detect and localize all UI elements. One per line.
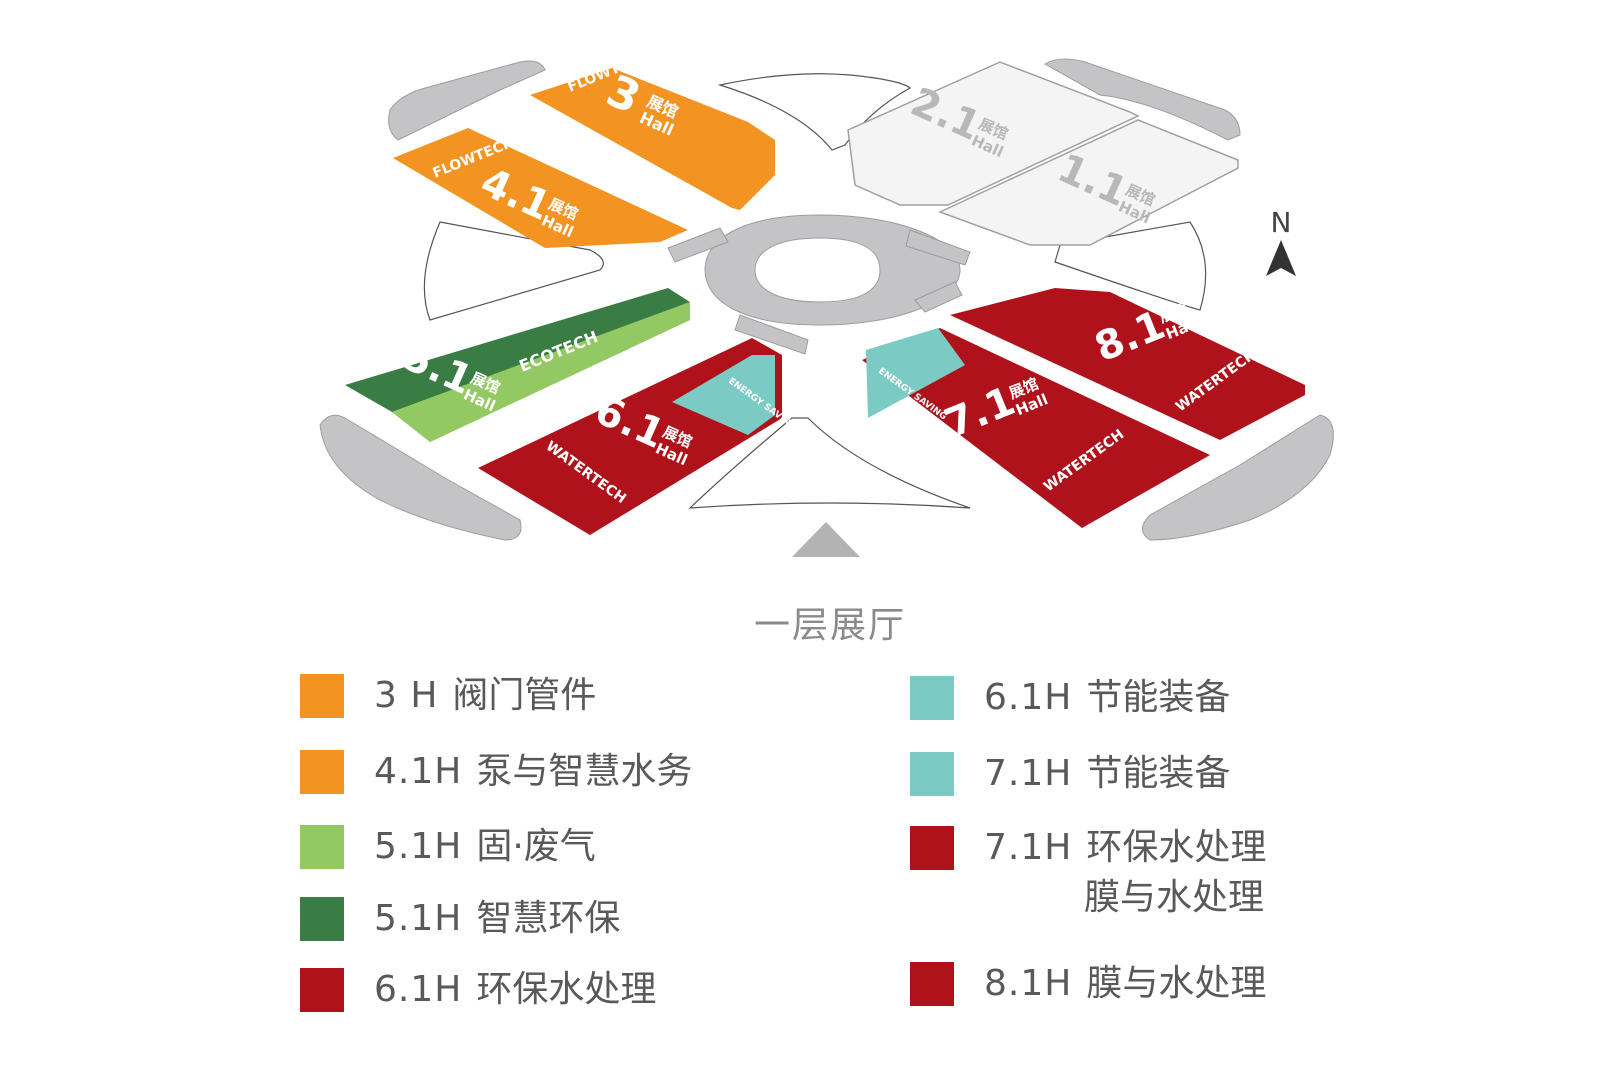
floor-title: 一层展厅 (753, 605, 906, 646)
hall-8-1-red (950, 288, 1305, 440)
connector-1 (667, 227, 729, 263)
connector-2 (905, 229, 971, 266)
legend-label: 膜与水处理 (1086, 963, 1267, 1004)
fin-south (688, 417, 971, 509)
legend-swatch (300, 750, 344, 794)
north-east-halls (847, 61, 1239, 246)
legend-text: 8.1H 膜与水处理 (984, 962, 1266, 1006)
legend-swatch (300, 968, 344, 1012)
connector-3 (734, 314, 809, 355)
legend-code: 4.1H (374, 751, 463, 792)
legend-item-3h: 3 H 阀门管件 (300, 674, 596, 718)
legend-item-8-1h-membrane: 8.1H 膜与水处理 (910, 962, 1266, 1006)
legend-item-6-1h-energy: 6.1H 节能装备 (910, 676, 1230, 720)
hall-5-1-group (345, 288, 690, 442)
legend-label-continued: 膜与水处理 (1084, 877, 1265, 918)
legend-label: 环保水处理 (476, 969, 657, 1010)
legend-swatch (910, 752, 954, 796)
hall-8-1-group (950, 288, 1305, 440)
legend-swatch (910, 962, 954, 1006)
hall-6-1-teal (672, 355, 775, 435)
compass-n: N (1271, 206, 1292, 239)
legend-item-7-1h-water: 7.1H 环保水处理膜与水处理 (910, 826, 1266, 920)
hall-4-1-shape (393, 128, 688, 248)
legend-label: 智慧环保 (476, 898, 621, 939)
legend-text: 3 H 阀门管件 (374, 674, 596, 718)
north-arrow-icon (1266, 240, 1296, 276)
legend-label: 环保水处理 (1086, 827, 1267, 868)
legend-code: 7.1H (984, 753, 1073, 794)
hall-6-1-group (478, 338, 782, 535)
legend-item-5-1h-solid: 5.1H 固·废气 (300, 825, 596, 869)
walkway-se (1142, 414, 1334, 541)
legend-item-4-1h: 4.1H 泵与智慧水务 (300, 750, 692, 794)
hall-3-shape (530, 68, 775, 210)
legend-swatch (300, 825, 344, 869)
hall-1-1-shape (938, 119, 1239, 246)
compass: N (1266, 206, 1296, 276)
legend-item-5-1h-smart: 5.1H 智慧环保 (300, 897, 620, 941)
legend-label: 节能装备 (1086, 753, 1231, 794)
legend-code: 6.1H (374, 969, 463, 1010)
legend-label: 泵与智慧水务 (476, 751, 693, 792)
walkway-ne (1044, 58, 1241, 141)
legend-item-7-1h-energy: 7.1H 节能装备 (910, 752, 1230, 796)
hall-7-1-red (862, 328, 1210, 528)
legend-item-6-1h-water: 6.1H 环保水处理 (300, 968, 656, 1012)
hall-7-1-group (862, 328, 1210, 528)
legend-code: 5.1H (374, 826, 463, 867)
legend-text: 7.1H 节能装备 (984, 752, 1230, 796)
walkway-nw (388, 60, 546, 141)
hall-5-1-dark (345, 288, 690, 412)
hall-7-1-teal (866, 328, 965, 418)
hall-5-1-lightgreen (392, 302, 690, 442)
entrance-arrow-icon (792, 522, 860, 557)
legend-text: 6.1H 节能装备 (984, 676, 1230, 720)
legend-swatch (300, 674, 344, 718)
legend-swatch (910, 826, 954, 870)
legend-label: 固·废气 (476, 826, 596, 867)
legend-code: 7.1H (984, 827, 1073, 868)
legend-label: 阀门管件 (452, 675, 597, 716)
legend-code: 5.1H (374, 898, 463, 939)
legend-swatch (300, 897, 344, 941)
venue-map: 3 展馆 Hall FLOWTECH 4.1 展馆 Hall FLOWTECH … (319, 58, 1334, 557)
legend-code: 6.1H (984, 677, 1073, 718)
legend-label: 节能装备 (1086, 677, 1231, 718)
orange-halls (393, 68, 775, 248)
fin-north (717, 73, 912, 151)
legend-text: 6.1H 环保水处理 (374, 968, 656, 1012)
walkway-sw (319, 414, 522, 541)
legend-text: 5.1H 智慧环保 (374, 897, 620, 941)
legend-text: 5.1H 固·废气 (374, 825, 596, 869)
plaza-fins (423, 73, 1207, 509)
legend-text: 4.1H 泵与智慧水务 (374, 750, 692, 794)
legend-text: 7.1H 环保水处理膜与水处理 (984, 826, 1266, 920)
hall-2-1-shape (847, 61, 1140, 206)
connector-4 (914, 281, 963, 313)
legend-swatch (910, 676, 954, 720)
walkways (319, 58, 1334, 541)
legend-code: 3 H (374, 675, 439, 716)
legend-code: 8.1H (984, 963, 1073, 1004)
